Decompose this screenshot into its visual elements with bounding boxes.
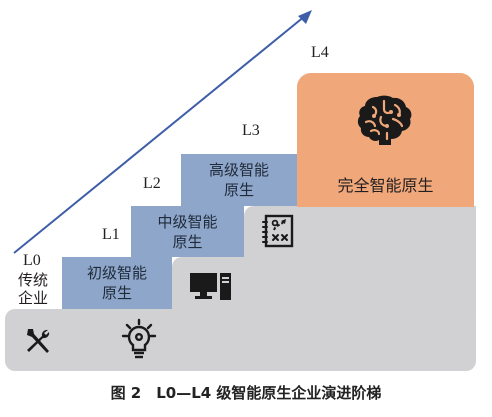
level-l2-block: 中级智能 原生 (131, 206, 244, 257)
level-l3-block: 高级智能 原生 (181, 154, 297, 206)
level-l3-label: L3 (242, 122, 260, 139)
brain-icon (357, 95, 412, 145)
lightbulb-gear-icon (121, 318, 157, 359)
level-l3-name: 高级智能 原生 (208, 161, 269, 199)
figure-caption: 图 2 L0—L4 级智能原生企业演进阶梯 (110, 384, 382, 402)
level-l0-label: L0 (23, 252, 41, 269)
level-l4-label: L4 (311, 44, 329, 61)
level-l0-name: 传统 企业 (17, 271, 48, 307)
tools-icon (27, 329, 50, 353)
level-l4-name: 完全智能原生 (337, 176, 434, 195)
level-l2-name: 中级智能 原生 (157, 212, 218, 251)
strategy-board-icon (262, 214, 294, 248)
level-l1-name: 初级智能 原生 (86, 264, 147, 302)
level-l2-label: L2 (143, 175, 161, 192)
level-l1-block: 初级智能 原生 (62, 257, 172, 309)
stair-base (5, 309, 476, 371)
level-l1-label: L1 (102, 226, 120, 243)
computer-icon (190, 273, 231, 300)
